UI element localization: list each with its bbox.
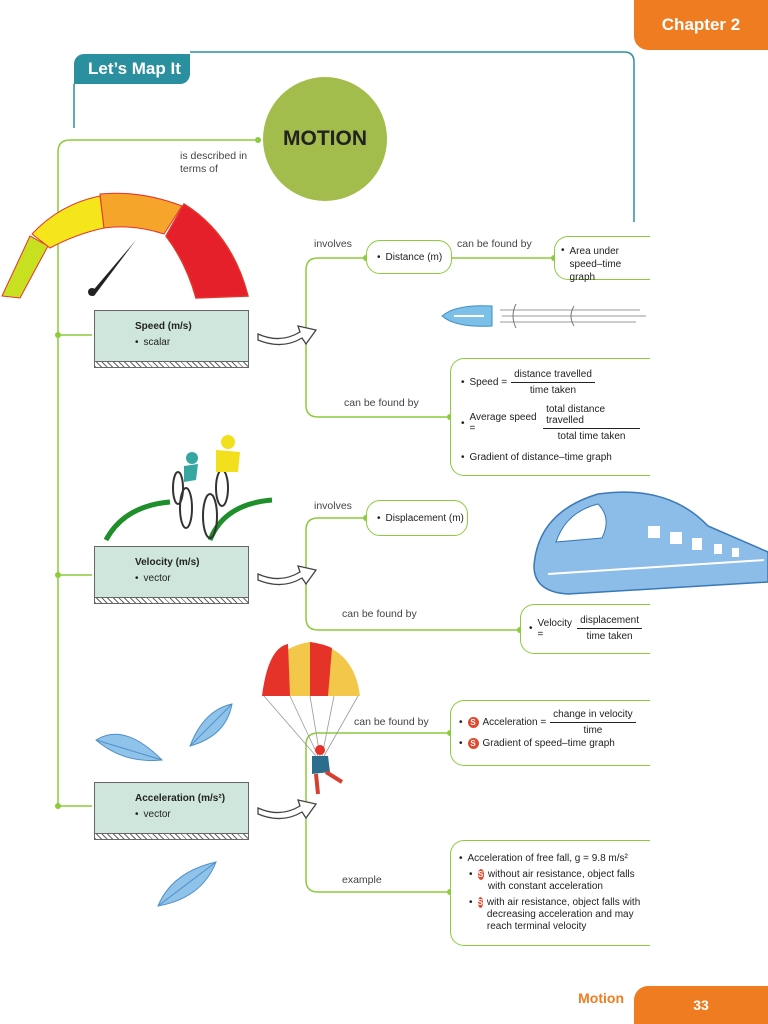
arrow-icon [257, 565, 318, 586]
speedboat-illustration [441, 303, 646, 329]
velocity-involves-label: involves [314, 500, 352, 512]
acceleration-example-label: example [342, 874, 382, 886]
velocity-title: Velocity (m/s) [135, 557, 200, 568]
free-fall-text: Acceleration of free fall, g = 9.8 m/s² [467, 853, 628, 864]
arrow-icon [257, 325, 318, 346]
speed-bullet: scalar [143, 337, 171, 348]
velocity-box: Velocity (m/s) •vector [94, 546, 249, 604]
motion-circle: MOTION [263, 77, 387, 201]
area-text: Area under speed–time graph [569, 246, 622, 283]
cyclists-illustration [104, 435, 273, 542]
no-air-resistance-text: without air resistance, object falls wit… [487, 869, 635, 892]
air-resistance-text: with air resistance, object falls with d… [486, 897, 641, 932]
area-box: •Area under speed–time graph [554, 236, 650, 283]
distance-pill: •Distance (m) [366, 240, 452, 274]
avg-speed-label: Average speed = [469, 412, 537, 434]
acceleration-box: Acceleration (m/s²) •vector [94, 782, 249, 840]
speedometer-illustration [1, 192, 249, 299]
gradient-speed-time: Gradient of speed–time graph [482, 738, 615, 749]
footer-title: Motion [578, 990, 624, 1006]
described-label: is described in terms of [180, 150, 248, 175]
displacement-text: Displacement (m) [385, 512, 464, 524]
acceleration-bullet: vector [143, 809, 171, 820]
velocity-formula-num: displacement [577, 615, 642, 629]
section-tab: Let’s Map It [74, 54, 190, 84]
motion-title: MOTION [283, 127, 367, 150]
parachute-illustration [262, 642, 360, 795]
train-illustration [533, 491, 768, 595]
avg-speed-num: total distance travelled [543, 404, 640, 429]
speed-found-label-1: can be found by [457, 238, 532, 250]
acceleration-title: Acceleration (m/s²) [135, 793, 226, 804]
distance-text: Distance (m) [385, 251, 443, 263]
chapter-tab: Chapter 2 [634, 0, 768, 50]
velocity-found-label: can be found by [342, 608, 417, 620]
s-badge-icon: S [477, 869, 484, 880]
s-badge-icon: S [467, 738, 479, 749]
speed-formula-num: distance travelled [511, 369, 595, 383]
displacement-pill: •Displacement (m) [366, 500, 468, 536]
gradient-distance-time: Gradient of distance–time graph [469, 452, 612, 463]
arrow-icon [257, 799, 318, 820]
speed-title: Speed (m/s) [135, 321, 192, 332]
speed-box: Speed (m/s) •scalar [94, 310, 249, 368]
s-badge-icon: S [477, 897, 483, 908]
speed-formula-den: time taken [529, 385, 577, 396]
velocity-formula-label: Velocity = [537, 617, 572, 640]
velocity-formula-den: time taken [586, 631, 633, 642]
s-badge-icon: S [467, 717, 479, 728]
acceleration-formula-num: change in velocity [550, 709, 636, 723]
acceleration-formula-label: Acceleration = [482, 717, 547, 728]
feather-illustration [157, 861, 217, 907]
acceleration-formula-den: time [583, 725, 603, 736]
speed-found-label-2: can be found by [344, 397, 419, 409]
speed-involves-label: involves [314, 238, 352, 250]
speed-formula-label: Speed = [469, 377, 508, 388]
feather-illustration [95, 703, 233, 762]
example-box: •Acceleration of free fall, g = 9.8 m/s²… [450, 840, 650, 946]
acceleration-found-label: can be found by [354, 716, 429, 728]
avg-speed-den: total time taken [557, 431, 626, 442]
velocity-bullet: vector [143, 573, 171, 584]
page-number: 33 [634, 986, 768, 1024]
